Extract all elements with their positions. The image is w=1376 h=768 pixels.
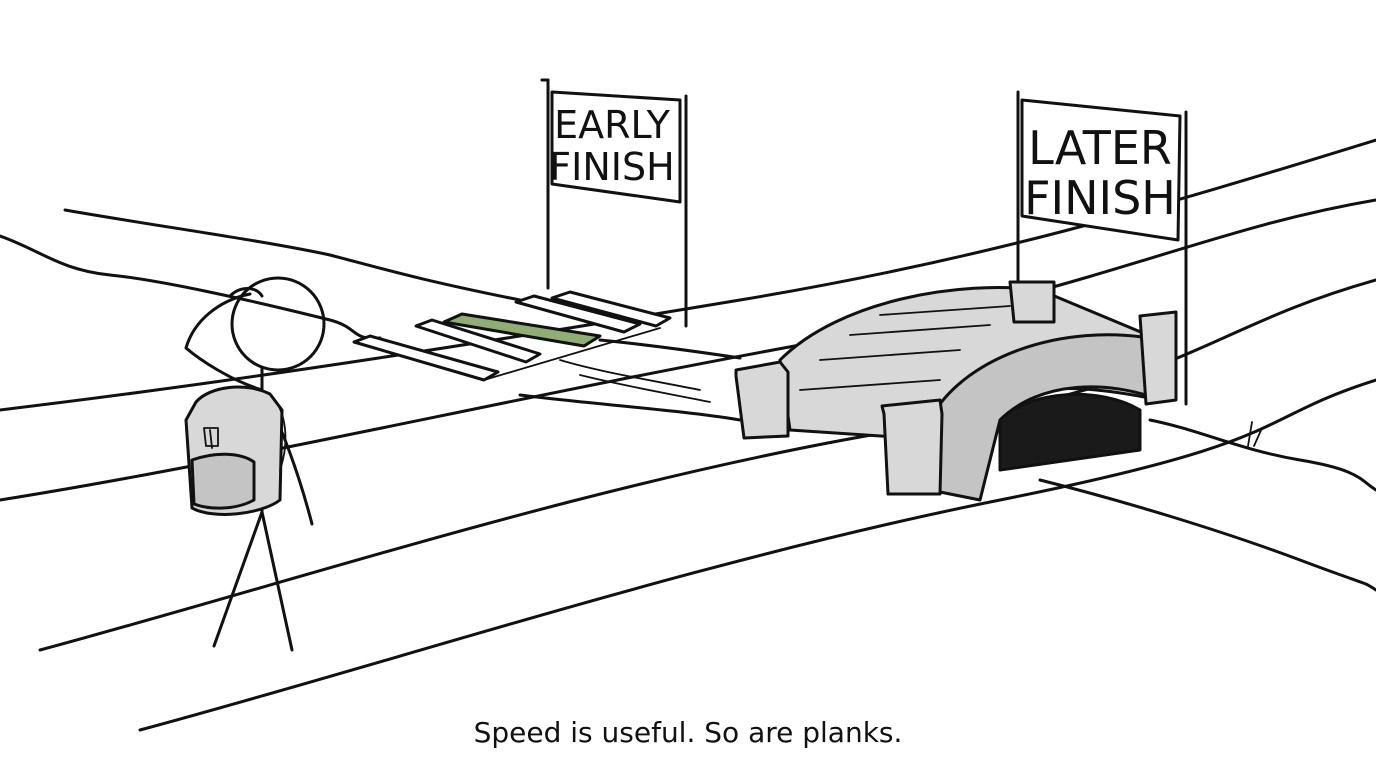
wooden-plank-bridge	[352, 290, 672, 382]
early-sign-line1: EARLY	[554, 103, 671, 147]
early-finish-sign: EARLY FINISH	[540, 78, 688, 328]
stone-arch-bridge	[734, 280, 1178, 502]
early-sign-line2: FINISH	[549, 145, 674, 189]
later-sign-line2: FINISH	[1024, 171, 1176, 225]
later-sign-line1: LATER	[1028, 121, 1172, 175]
head	[230, 276, 326, 372]
backpack-icon	[184, 385, 287, 516]
later-finish-sign: LATER FINISH	[1016, 90, 1188, 406]
stream	[0, 208, 1376, 592]
comic-caption: Speed is useful. So are planks.	[473, 716, 903, 749]
scratching-arm	[184, 292, 264, 392]
